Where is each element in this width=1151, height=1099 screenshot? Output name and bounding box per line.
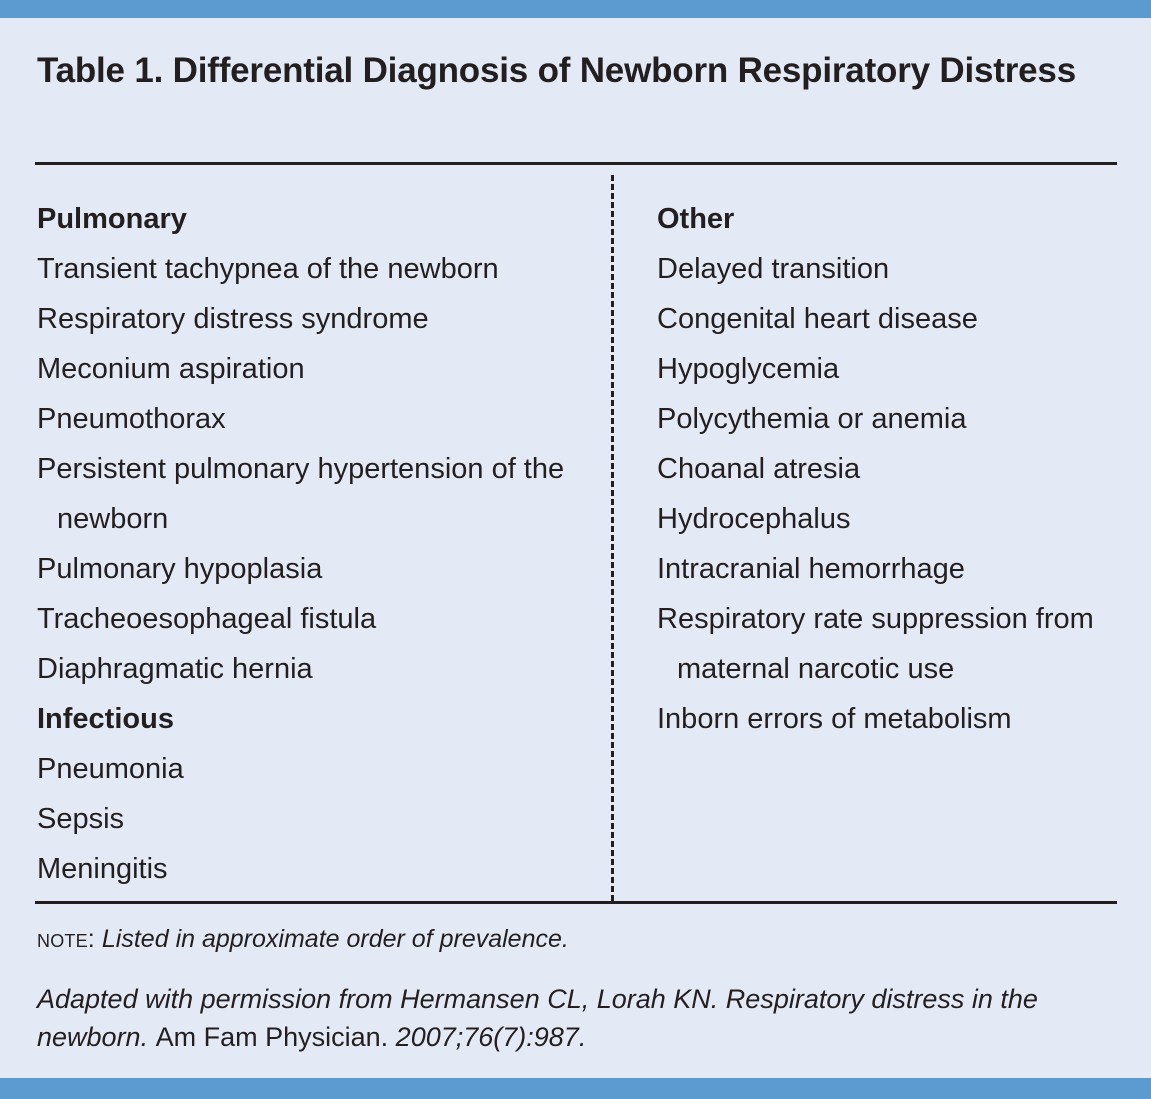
group-heading-infectious: Infectious xyxy=(37,703,174,735)
list-item: Diaphragmatic hernia xyxy=(37,653,313,685)
list-item: Pneumonia xyxy=(37,753,184,785)
citation-journal: Am Fam Physician. xyxy=(155,1022,389,1052)
list-item: Transient tachypnea of the newborn xyxy=(37,253,499,285)
column-divider xyxy=(611,175,614,901)
table-bottom-rule xyxy=(35,901,1117,904)
citation-locator: 2007;76(7):987. xyxy=(395,1022,587,1052)
list-item: Hydrocephalus xyxy=(657,503,851,535)
note-text: Listed in approximate order of prevalenc… xyxy=(101,925,569,953)
column-left: Pulmonary Transient tachypnea of the new… xyxy=(37,194,597,894)
source-citation: Adapted with permission from Hermansen C… xyxy=(37,980,1117,1056)
list-item: Pulmonary hypoplasia xyxy=(37,553,323,585)
citation-lead: Adapted with permission from Hermansen C… xyxy=(37,984,1038,1052)
list-item: Persistent pulmonary hypertension of the… xyxy=(37,453,565,535)
list-item: Meconium aspiration xyxy=(37,353,305,385)
list-item: Hypoglycemia xyxy=(657,353,840,385)
list-item: Meningitis xyxy=(37,853,168,885)
group-heading-pulmonary: Pulmonary xyxy=(37,203,187,235)
list-item: Congenital heart disease xyxy=(657,303,978,335)
list-item: Pneumothorax xyxy=(37,403,226,435)
list-item: Inborn errors of metabolism xyxy=(657,703,1012,735)
table-footnotes: note: Listed in approximate order of pre… xyxy=(37,923,1117,1056)
note-label: note: xyxy=(37,925,95,953)
list-item: Intracranial hemorrhage xyxy=(657,553,965,585)
table-top-rule xyxy=(35,162,1117,165)
list-item: Tracheoesophageal fistula xyxy=(37,603,377,635)
list-item: Respiratory rate suppression from matern… xyxy=(657,603,1094,685)
list-item: Delayed transition xyxy=(657,253,890,285)
list-item: Respiratory distress syndrome xyxy=(37,303,429,335)
column-right: Other Delayed transition Congenital hear… xyxy=(657,194,1117,744)
list-item: Choanal atresia xyxy=(657,453,861,485)
table-sheet: Table 1. Differential Diagnosis of Newbo… xyxy=(0,18,1151,1078)
bottom-accent-band xyxy=(0,1078,1151,1099)
list-item: Sepsis xyxy=(37,803,125,835)
top-accent-band xyxy=(0,0,1151,18)
note-row: note: Listed in approximate order of pre… xyxy=(37,923,1117,956)
page-title: Table 1. Differential Diagnosis of Newbo… xyxy=(37,51,1076,90)
list-item: Polycythemia or anemia xyxy=(657,403,967,435)
group-heading-other: Other xyxy=(657,203,735,235)
